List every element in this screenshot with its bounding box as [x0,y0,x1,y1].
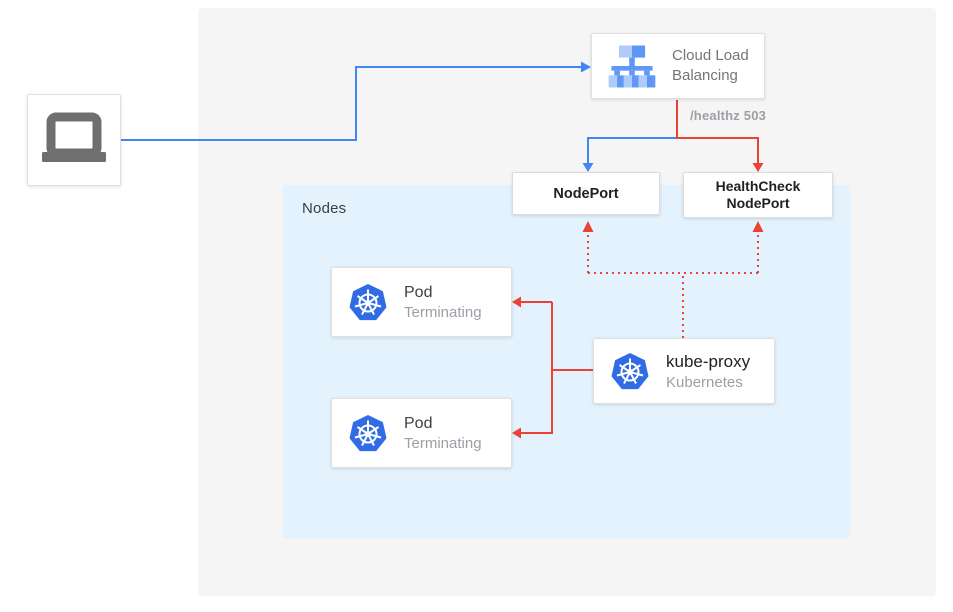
kubernetes-icon [348,282,388,322]
nodes-group-label: Nodes [302,200,347,217]
healthcheck-nodeport-node: HealthCheck NodePort [683,172,833,218]
external-client-node [27,94,121,186]
pod-status: Terminating [404,434,482,452]
kube-proxy-text: kube-proxy Kubernetes [666,352,750,391]
load-balancer-icon [604,43,660,89]
cloud-load-balancing-node: Cloud Load Balancing [591,33,765,99]
kube-proxy-subtitle: Kubernetes [666,373,743,391]
pod-title: Pod [404,414,433,432]
pod-text: Pod Terminating [404,284,482,321]
healthz-status-label: /healthz 503 [690,108,767,123]
pod-text: Pod Terminating [404,415,482,452]
pod-node-2: Pod Terminating [331,398,512,468]
kubernetes-icon [610,351,650,391]
healthcheck-nodeport-label: HealthCheck NodePort [715,178,801,211]
laptop-icon [41,111,107,169]
kubernetes-icon [348,413,388,453]
pod-title: Pod [404,283,433,301]
kube-proxy-node: kube-proxy Kubernetes [593,338,775,404]
pod-status: Terminating [404,303,482,321]
cloud-load-balancing-label: Cloud Load Balancing [672,46,749,84]
kube-proxy-title: kube-proxy [666,351,751,371]
nodeport-label: NodePort [553,185,619,202]
pod-node-1: Pod Terminating [331,267,512,337]
nodeport-node: NodePort [512,172,660,215]
